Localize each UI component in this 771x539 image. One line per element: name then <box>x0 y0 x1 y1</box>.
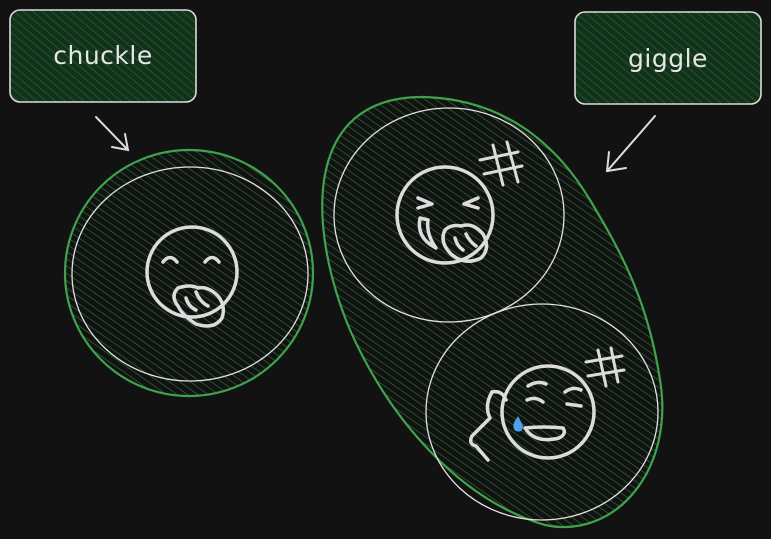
laughing-face-icon <box>395 165 495 265</box>
chuckle-group <box>63 148 315 398</box>
chuckle-label: chuckle <box>53 41 152 70</box>
tear-drop <box>513 416 524 432</box>
chuckle-label-box: chuckle <box>9 9 197 103</box>
giggle-group <box>321 95 664 528</box>
chuckle-face-icon <box>145 225 239 328</box>
sparkle-lines-icon <box>584 346 626 388</box>
sparkle-lines-icon <box>478 140 524 187</box>
giggle-label-box: giggle <box>574 11 762 105</box>
chuckle-arrow <box>95 116 130 152</box>
rofl-face-icon <box>468 364 596 462</box>
giggle-label: giggle <box>628 44 708 73</box>
giggle-arrow <box>605 115 656 173</box>
